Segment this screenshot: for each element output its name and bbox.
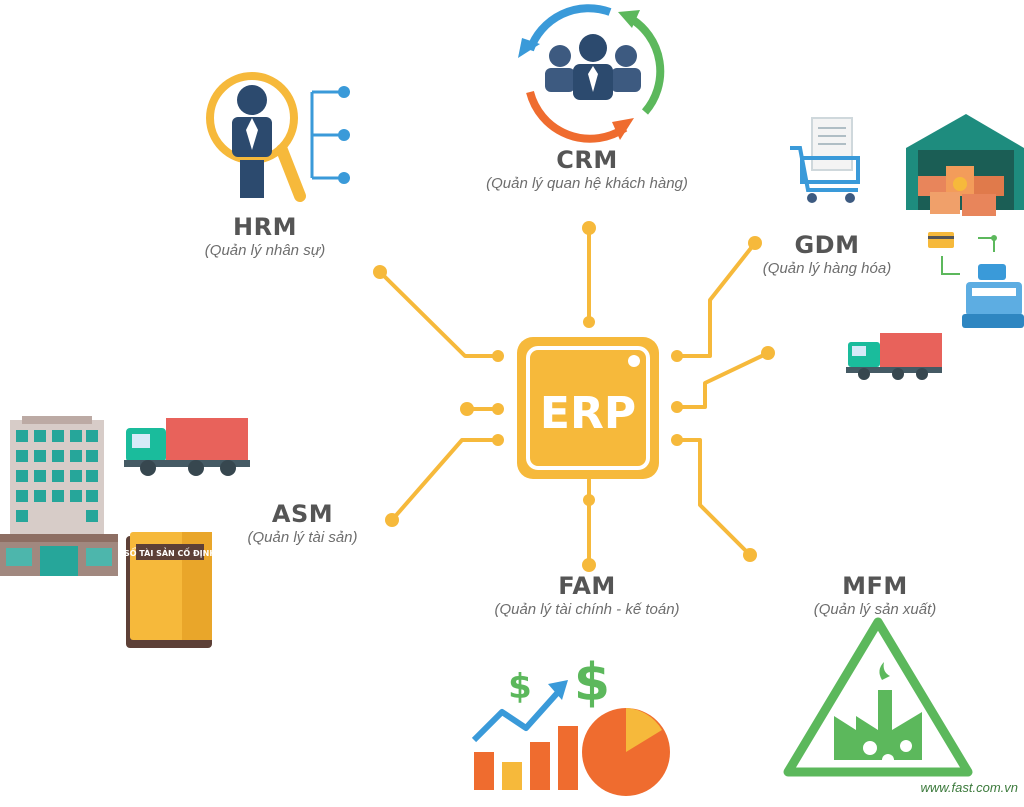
module-gdm: GDM (Quản lý hàng hóa) <box>742 231 912 279</box>
trace-upper-left <box>378 270 502 358</box>
hrm-icon <box>206 72 350 202</box>
crm-icon <box>518 4 665 143</box>
module-asm-desc: (Quản lý tài sản) <box>247 529 358 546</box>
module-gdm-desc: (Quản lý hàng hóa) <box>762 260 892 277</box>
module-fam: FAM (Quản lý tài chính - kế toán) <box>462 572 712 620</box>
asset-book-icon: SỔ TÀI SẢN CỐ ĐỊNH <box>124 532 216 648</box>
module-fam-code: FAM <box>558 572 616 600</box>
brand-url: www.fast.com.vn <box>920 780 1018 795</box>
module-mfm-desc: (Quản lý sản xuất) <box>813 601 937 618</box>
module-gdm-code: GDM <box>794 231 860 259</box>
trace-lower-right <box>673 438 752 557</box>
module-hrm-desc: (Quản lý nhân sự) <box>204 242 326 259</box>
module-hrm-code: HRM <box>233 213 297 241</box>
module-mfm: MFM (Quản lý sản xuất) <box>790 572 960 620</box>
trace-upper-right <box>673 241 757 358</box>
module-fam-desc: (Quản lý tài chính - kế toán) <box>494 601 680 618</box>
dollar-small-icon: $ <box>508 667 532 707</box>
circuit-traces <box>378 226 770 567</box>
asset-book-title: SỔ TÀI SẢN CỐ ĐỊNH <box>124 546 216 558</box>
credit-card-icon <box>928 232 997 275</box>
asm-truck-icon <box>124 418 250 476</box>
shopping-cart-icon <box>790 117 860 203</box>
factory-icon <box>783 617 973 777</box>
module-asm: ASM (Quản lý tài sản) <box>220 500 385 548</box>
trace-right <box>673 351 770 409</box>
module-asm-code: ASM <box>271 500 334 528</box>
module-mfm-code: MFM <box>842 572 908 600</box>
gdm-truck-icon <box>846 333 942 380</box>
module-hrm: HRM (Quản lý nhân sự) <box>170 213 360 261</box>
module-crm-desc: (Quản lý quan hệ khách hàng) <box>486 175 688 192</box>
dollar-large-icon: $ <box>574 653 610 713</box>
module-crm: CRM (Quản lý quan hệ khách hàng) <box>462 146 712 194</box>
circuit-nodes <box>373 221 775 572</box>
erp-chip: ERP <box>517 337 659 479</box>
module-crm-code: CRM <box>556 146 618 174</box>
office-building-icon <box>0 416 118 576</box>
warehouse-icon <box>906 114 1024 216</box>
cash-register-icon <box>962 264 1024 328</box>
trace-lower-left <box>390 438 502 522</box>
finance-chart-icon: $ $ <box>471 653 670 796</box>
erp-label: ERP <box>540 388 636 439</box>
